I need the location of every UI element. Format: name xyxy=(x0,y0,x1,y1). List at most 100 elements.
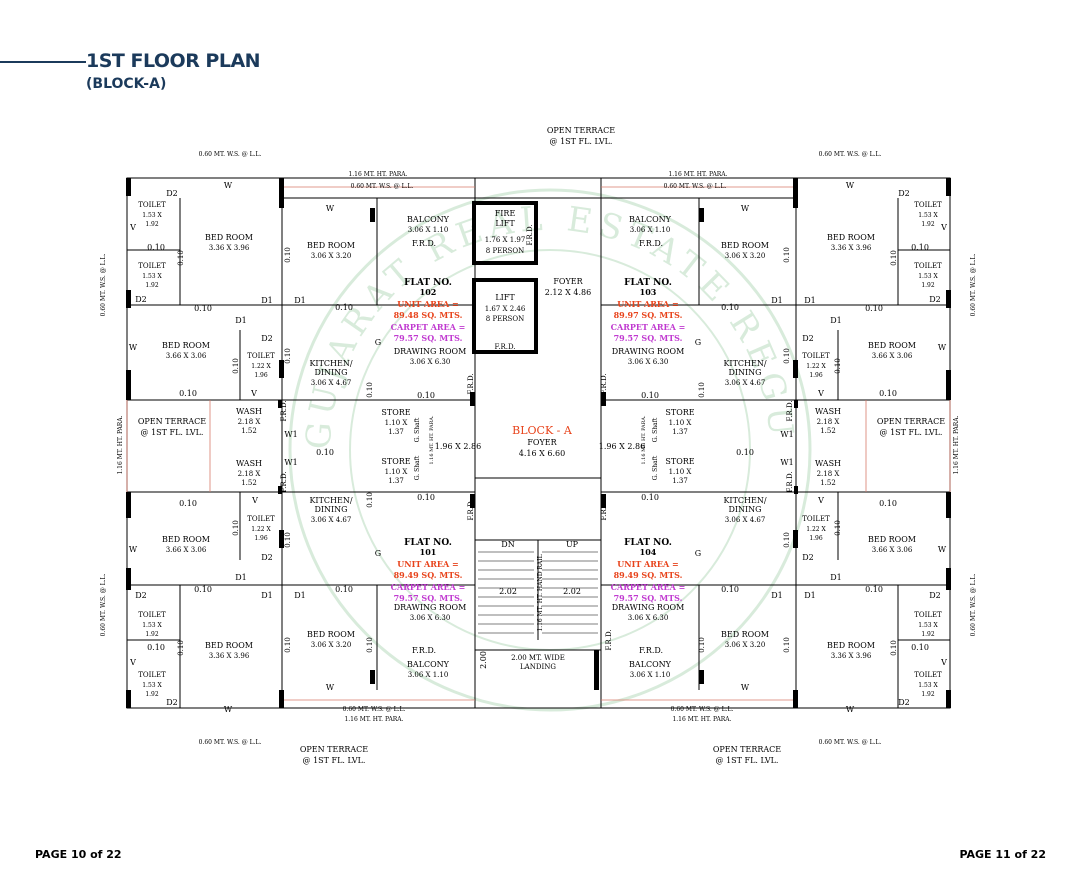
mark-d1-9: D1 xyxy=(235,316,247,325)
mark-d-22: 0.10 xyxy=(865,304,883,313)
kitchen-103-size: 3.06 X 4.67 xyxy=(725,379,766,387)
window-jamb-20 xyxy=(470,392,475,406)
mark-d2-0: D2 xyxy=(166,189,178,198)
page-number-left: PAGE 10 of 22 xyxy=(35,848,122,861)
balcony-101-name: BALCONY xyxy=(407,660,450,669)
window-jamb-9 xyxy=(946,492,951,518)
vmark-2: 0.10 xyxy=(232,358,240,374)
fire-lift-name: FIRE xyxy=(495,209,516,218)
terrace-bottom-right-l1: OPEN TERRACE xyxy=(713,745,781,754)
flat-103-unit-label: UNIT AREA = xyxy=(617,299,678,309)
lift-frd: F.R.D. xyxy=(494,343,515,351)
lift-name: LIFT xyxy=(495,293,515,302)
toilet-br-size: 1.22 X xyxy=(806,526,826,533)
toilet-ml-name: TOILET xyxy=(247,352,275,360)
mark-d1-5: D1 xyxy=(294,296,306,305)
vmark-28: 0.10 xyxy=(698,637,706,653)
wash-bl-name: WASH xyxy=(236,459,262,468)
toilet-tr2-size: 1.53 X xyxy=(918,273,938,280)
mid-lobby-right: 1.96 X 2.86 xyxy=(599,442,645,451)
kitchen-101-name: KITCHEN/ xyxy=(309,496,352,505)
vmark-13: F.R.D. xyxy=(786,400,794,421)
wash-tr-name: WASH xyxy=(815,407,841,416)
toilet-bl2-size2: 1.92 xyxy=(145,691,159,698)
para-top-left: 1.16 MT. HT. PARA. xyxy=(348,171,407,178)
store-tr-size: 1.10 X xyxy=(669,419,692,427)
mark-d1-39: D1 xyxy=(235,573,247,582)
window-jamb-10 xyxy=(946,568,951,590)
flat-101-carpet-value: 79.57 SQ. MTS. xyxy=(394,593,463,603)
wis-top-right: 0.60 MT. W.S. @ L.L. xyxy=(819,151,882,158)
mark-d-49: 0.10 xyxy=(879,499,897,508)
flat-101-carpet-label: CARPET AREA = xyxy=(391,582,466,592)
terrace-side-right-l2: @ 1ST FL. LVL. xyxy=(880,428,943,437)
vmark-6: F.R.D. xyxy=(600,373,608,394)
balcony-103-size: 3.06 X 1.10 xyxy=(630,226,671,234)
kitchen-102-size: 3.06 X 4.67 xyxy=(311,379,352,387)
flat-103-carpet-value: 79.57 SQ. MTS. xyxy=(614,333,683,343)
flat-102-unit-value: 89.48 SQ. MTS. xyxy=(394,310,463,320)
bedroom-mr-name: BED ROOM xyxy=(868,341,916,350)
mark-g-26: G xyxy=(695,338,701,347)
wis-top-mid-left: 0.60 MT. W.S. @ L.L. xyxy=(351,183,414,190)
vmark-0: 0.10 xyxy=(177,250,185,266)
window-jamb-21 xyxy=(601,392,606,406)
store-bl-size2: 1.37 xyxy=(388,477,404,485)
window-jamb-31 xyxy=(794,486,798,494)
mark-d-21: 0.10 xyxy=(911,243,929,252)
vmark-7: 0.10 xyxy=(890,250,898,266)
kitchen-101-name2: DINING xyxy=(314,505,347,514)
wash-bl-size: 2.18 X xyxy=(238,470,261,478)
mark-d2-51: D2 xyxy=(802,553,814,562)
mark-v-60: V xyxy=(940,658,947,667)
mark-d2-3: D2 xyxy=(135,295,147,304)
bedroom-bl-size: 3.66 X 3.06 xyxy=(166,546,207,554)
mark-d1-19: D1 xyxy=(804,296,816,305)
para-top-right: 1.16 MT. HT. PARA. xyxy=(668,171,727,178)
bedroom-tl-name: BED ROOM xyxy=(205,233,253,242)
wash-tl-size: 2.18 X xyxy=(238,418,261,426)
mark-d-69: 0.10 xyxy=(641,391,659,400)
toilet-bl-size2: 1.96 xyxy=(254,535,268,542)
terrace-top-l1: OPEN TERRACE xyxy=(547,126,615,135)
wis-top-mid-right: 0.60 MT. W.S. @ L.L. xyxy=(664,183,727,190)
fire-lift-name2: LIFT xyxy=(495,219,515,228)
dimension-lines xyxy=(126,186,951,701)
mid-lobby-left: 1.96 X 2.86 xyxy=(435,442,481,451)
terrace-side-right-l1: OPEN TERRACE xyxy=(877,417,945,426)
store-br-name: STORE xyxy=(665,457,694,466)
mark-w-20: W xyxy=(741,204,750,213)
mark-d2-10: D2 xyxy=(261,334,273,343)
kitchen-103-name2: DINING xyxy=(728,368,761,377)
drawing-102-size: 3.06 X 6.30 xyxy=(410,358,451,366)
window-jamb-16 xyxy=(279,530,284,548)
toilet-ml-size2: 1.96 xyxy=(254,372,268,379)
terrace-bottom-left-l2: @ 1ST FL. LVL. xyxy=(303,756,366,765)
flat-101-unit-label: UNIT AREA = xyxy=(397,559,458,569)
wis-right-top: 0.60 MT. W.S. @ L.L. xyxy=(970,254,977,317)
wash-tl-size2: 1.52 xyxy=(241,427,257,435)
window-jamb-2 xyxy=(126,370,131,400)
terrace-top-l2: @ 1ST FL. LVL. xyxy=(550,137,613,146)
toilet-tl2-size2: 1.92 xyxy=(145,282,159,289)
stair-dim-202-right: 2.02 xyxy=(563,587,581,596)
para-bottom-right: 1.16 MT. HT. PARA. xyxy=(672,716,731,723)
toilet-tl2-name: TOILET xyxy=(138,262,166,270)
window-jamb-29 xyxy=(794,400,798,408)
store-tl-size2: 1.37 xyxy=(388,428,404,436)
mark-d2-46: D2 xyxy=(166,698,178,707)
mark-d1-56: D1 xyxy=(771,591,783,600)
window-jamb-0 xyxy=(126,178,131,196)
window-jamb-7 xyxy=(946,290,951,308)
mark-d-70: 0.10 xyxy=(417,493,435,502)
kitchen-104-name2: DINING xyxy=(728,505,761,514)
mark-d1-57: D1 xyxy=(804,591,816,600)
balcony-102-size: 3.06 X 1.10 xyxy=(408,226,449,234)
mark-d1-54: D1 xyxy=(830,573,842,582)
mark-w1-28: W1 xyxy=(284,430,297,439)
mark-v-2: V xyxy=(129,223,136,232)
mark-d-64: 0.10 xyxy=(335,303,353,312)
flat-104-number: 104 xyxy=(640,547,657,557)
bedroom-br2-size: 3.06 X 3.20 xyxy=(725,641,766,649)
terrace-bottom-right-l2: @ 1ST FL. LVL. xyxy=(716,756,779,765)
